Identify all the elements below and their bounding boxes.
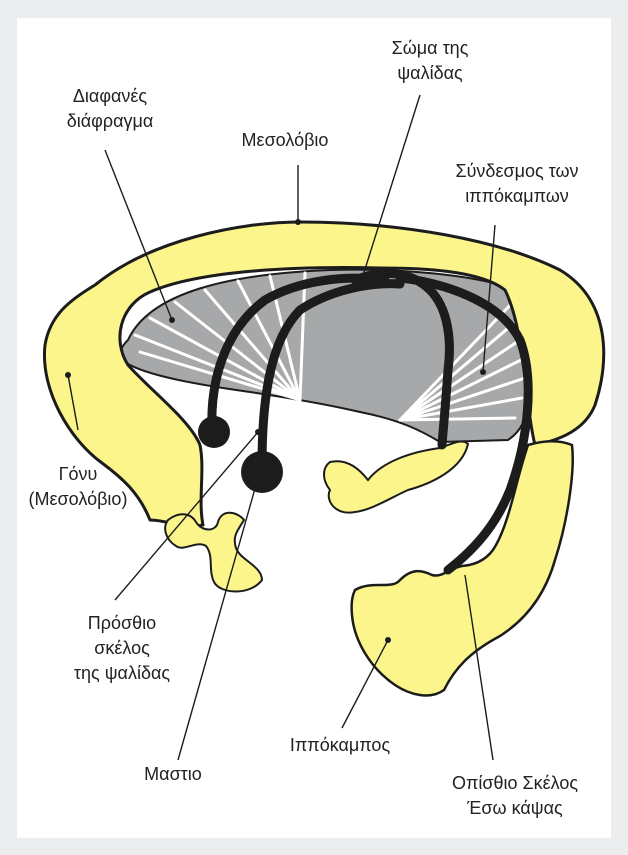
label-corpus-callosum-line-1: Μεσολόβιο	[215, 128, 355, 153]
label-hippocampus: Ιππόκαμπος	[270, 733, 410, 758]
dot-hippocampus	[385, 637, 391, 643]
label-commissure-line-1: Σύνδεσμος των	[432, 159, 602, 184]
mammillary-body-lower	[241, 451, 283, 493]
label-posterior-crus: Οπίσθιο Σκέλος Έσω κάψας	[425, 771, 605, 821]
label-septum-line-1: Διαφανές	[45, 84, 175, 109]
dot-corpus-callosum	[295, 219, 301, 225]
label-genu-line-2: (Μεσολόβιο)	[18, 487, 138, 512]
dot-anterior-column	[255, 429, 261, 435]
label-posterior-line-2: Έσω κάψας	[425, 796, 605, 821]
label-body-line-2: ψαλίδας	[375, 61, 485, 86]
label-body-of-fornix: Σώμα της ψαλίδας	[375, 36, 485, 86]
label-anterior-line-3: της ψαλίδας	[52, 661, 192, 686]
label-anterior-line-1: Πρόσθιο	[52, 611, 192, 636]
label-corpus-callosum: Μεσολόβιο	[215, 128, 355, 153]
label-commissure: Σύνδεσμος των ιππόκαμπων	[432, 159, 602, 209]
label-mammillary: Μαστιο	[118, 762, 228, 787]
mammillary-body-upper	[198, 416, 230, 448]
label-body-line-1: Σώμα της	[375, 36, 485, 61]
label-septum-line-2: διάφραγμα	[45, 109, 175, 134]
hippocampus-upper-shape	[324, 441, 468, 512]
label-genu-line-1: Γόνυ	[18, 462, 138, 487]
dot-genu	[65, 372, 71, 378]
label-mammillary-line-1: Μαστιο	[118, 762, 228, 787]
label-anterior-column: Πρόσθιο σκέλος της ψαλίδας	[52, 611, 192, 686]
dot-septum	[169, 317, 175, 323]
label-commissure-line-2: ιππόκαμπων	[432, 184, 602, 209]
label-genu: Γόνυ (Μεσολόβιο)	[18, 462, 138, 512]
dot-commissure	[480, 369, 486, 375]
label-septum: Διαφανές διάφραγμα	[45, 84, 175, 134]
label-posterior-line-1: Οπίσθιο Σκέλος	[425, 771, 605, 796]
label-hippocampus-line-1: Ιππόκαμπος	[270, 733, 410, 758]
label-anterior-line-2: σκέλος	[52, 636, 192, 661]
dot-body	[357, 282, 363, 288]
